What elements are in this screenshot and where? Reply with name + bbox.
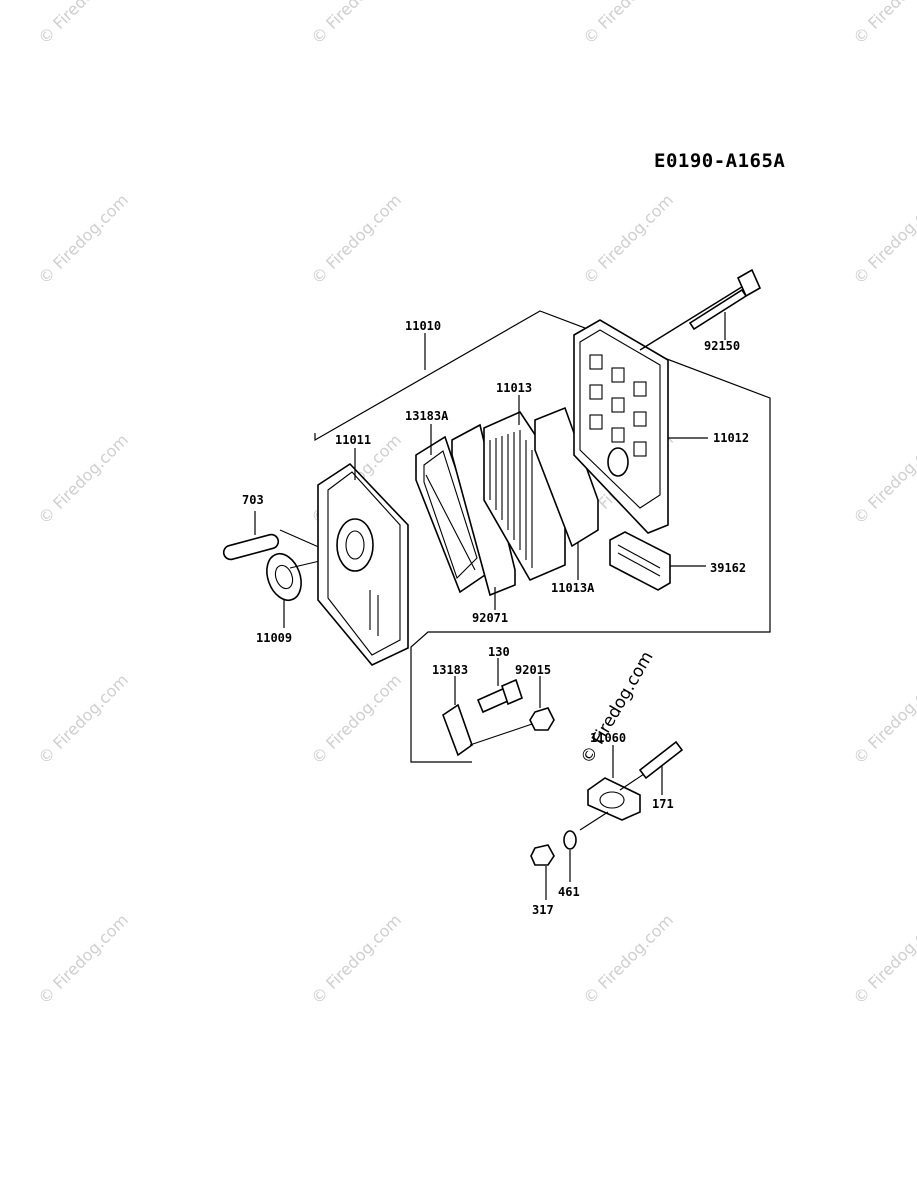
label-39162: 39162 — [710, 561, 746, 575]
bolt-92150 — [639, 268, 762, 351]
label-92071: 92071 — [472, 611, 508, 625]
watermark: © Firedog.com — [307, 0, 405, 48]
label-130: 130 — [488, 645, 510, 659]
watermark: © Firedog.com — [849, 430, 917, 528]
assembly-outline — [314, 310, 771, 763]
label-92015: 92015 — [515, 663, 551, 677]
nut-317 — [530, 844, 555, 900]
frame-92071 — [451, 423, 516, 610]
diagram-code: E0190-A165A — [654, 150, 786, 172]
watermark: © Firedog.com — [579, 910, 677, 1008]
label-11009: 11009 — [256, 631, 292, 645]
pin-703 — [222, 511, 331, 561]
watermark: © Firedog.com — [34, 0, 132, 48]
gasket-11060 — [579, 745, 651, 831]
watermark-center: © Firedog.com — [577, 648, 658, 767]
label-11010: 11010 — [405, 319, 441, 333]
watermark: © Firedog.com — [307, 190, 405, 288]
nut-92015 — [529, 676, 555, 731]
watermark: © Firedog.com — [579, 190, 677, 288]
watermark: © Firedog.com — [34, 910, 132, 1008]
cover-11012 — [573, 319, 708, 534]
washer-461 — [563, 830, 577, 882]
gasket-13183 — [442, 676, 539, 757]
bolt-130 — [476, 658, 523, 714]
label-11011: 11011 — [335, 433, 371, 447]
part-labels: 11010 92150 11013 13183A 11011 11012 703… — [242, 319, 749, 917]
watermark: © Firedog.com — [34, 430, 132, 528]
precleaner-11013A — [534, 406, 599, 580]
label-11013: 11013 — [496, 381, 532, 395]
watermark: © Firedog.com — [849, 670, 917, 768]
watermark: © Firedog.com — [307, 670, 405, 768]
watermark: © Firedog.com — [307, 910, 405, 1008]
watermark: © Firedog.com — [34, 670, 132, 768]
label-703: 703 — [242, 493, 264, 507]
label-11012: 11012 — [713, 431, 749, 445]
watermark: © Firedog.com — [849, 910, 917, 1008]
base-11011 — [317, 448, 409, 666]
filter-pleats — [489, 430, 533, 568]
label-13183A: 13183A — [405, 409, 449, 423]
watermark: © Firedog.com — [849, 0, 917, 48]
label-171: 171 — [652, 797, 674, 811]
watermark: © Firedog.com — [34, 190, 132, 288]
watermark: © Firedog.com — [849, 190, 917, 288]
label-11013A: 11013A — [551, 581, 595, 595]
foam-39162 — [609, 531, 706, 591]
label-461: 461 — [558, 885, 580, 899]
label-317: 317 — [532, 903, 554, 917]
stud-171 — [638, 740, 684, 795]
watermark: © Firedog.com — [579, 0, 677, 48]
label-92150: 92150 — [704, 339, 740, 353]
label-11060: 11060 — [590, 731, 626, 745]
label-13183: 13183 — [432, 663, 468, 677]
